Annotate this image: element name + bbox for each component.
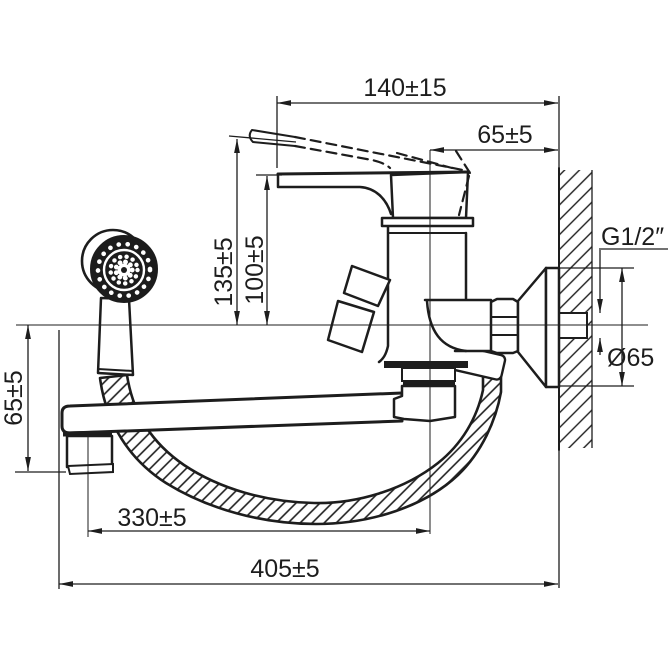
shower-handle — [96, 296, 135, 377]
center-gear-teeth — [113, 259, 135, 281]
dim-100-label: 100±5 — [241, 235, 269, 304]
wall-flange — [516, 266, 561, 389]
dim-g12-label: G1/2″ — [601, 223, 664, 251]
dim-dia65-label: Ø65 — [607, 344, 654, 372]
center-cap — [121, 267, 127, 273]
shower-hose — [98, 367, 503, 526]
shower-head — [80, 228, 158, 303]
spray-holes-outer-ring — [95, 241, 153, 299]
dimension-labels: 140±15 65±5 135±5 100±5 65±5 330±5 405±5… — [0, 74, 664, 583]
lever-underside — [276, 172, 393, 216]
spout-nut — [384, 361, 468, 423]
lever-top-edge — [276, 170, 471, 176]
dim-330-label: 330±5 — [117, 504, 186, 532]
dim-g12 — [597, 248, 668, 355]
dim-65-left — [15, 325, 66, 473]
wall-section — [558, 96, 593, 588]
wall-hatch — [559, 170, 592, 448]
diverter-knob — [326, 264, 392, 354]
dim-405-label: 405±5 — [250, 555, 319, 583]
dim-65-left-label: 65±5 — [0, 370, 28, 425]
aerator — [62, 430, 114, 476]
dim-405 — [58, 330, 558, 589]
dimension-lines — [15, 96, 668, 589]
body-left-edge — [377, 224, 390, 364]
dim-dia65 — [560, 267, 634, 387]
spray-holes-inner-ring — [108, 254, 140, 286]
centerlines — [16, 150, 648, 537]
dim-140-label: 140±15 — [363, 74, 446, 102]
dim-100 — [256, 174, 282, 325]
hub-fillet — [425, 299, 468, 353]
connection-nut — [489, 297, 520, 355]
dim-135 — [228, 135, 297, 325]
mixer-body — [377, 222, 561, 389]
skirt-ring — [380, 216, 475, 228]
dim-65-top-label: 65±5 — [477, 121, 532, 149]
hose-band — [98, 367, 503, 526]
lever-raised-dashed — [248, 129, 472, 217]
dim-135-label: 135±5 — [210, 237, 238, 306]
lever-handle — [276, 170, 475, 228]
raised-lever-tip — [248, 129, 296, 147]
dim-140 — [276, 96, 558, 168]
